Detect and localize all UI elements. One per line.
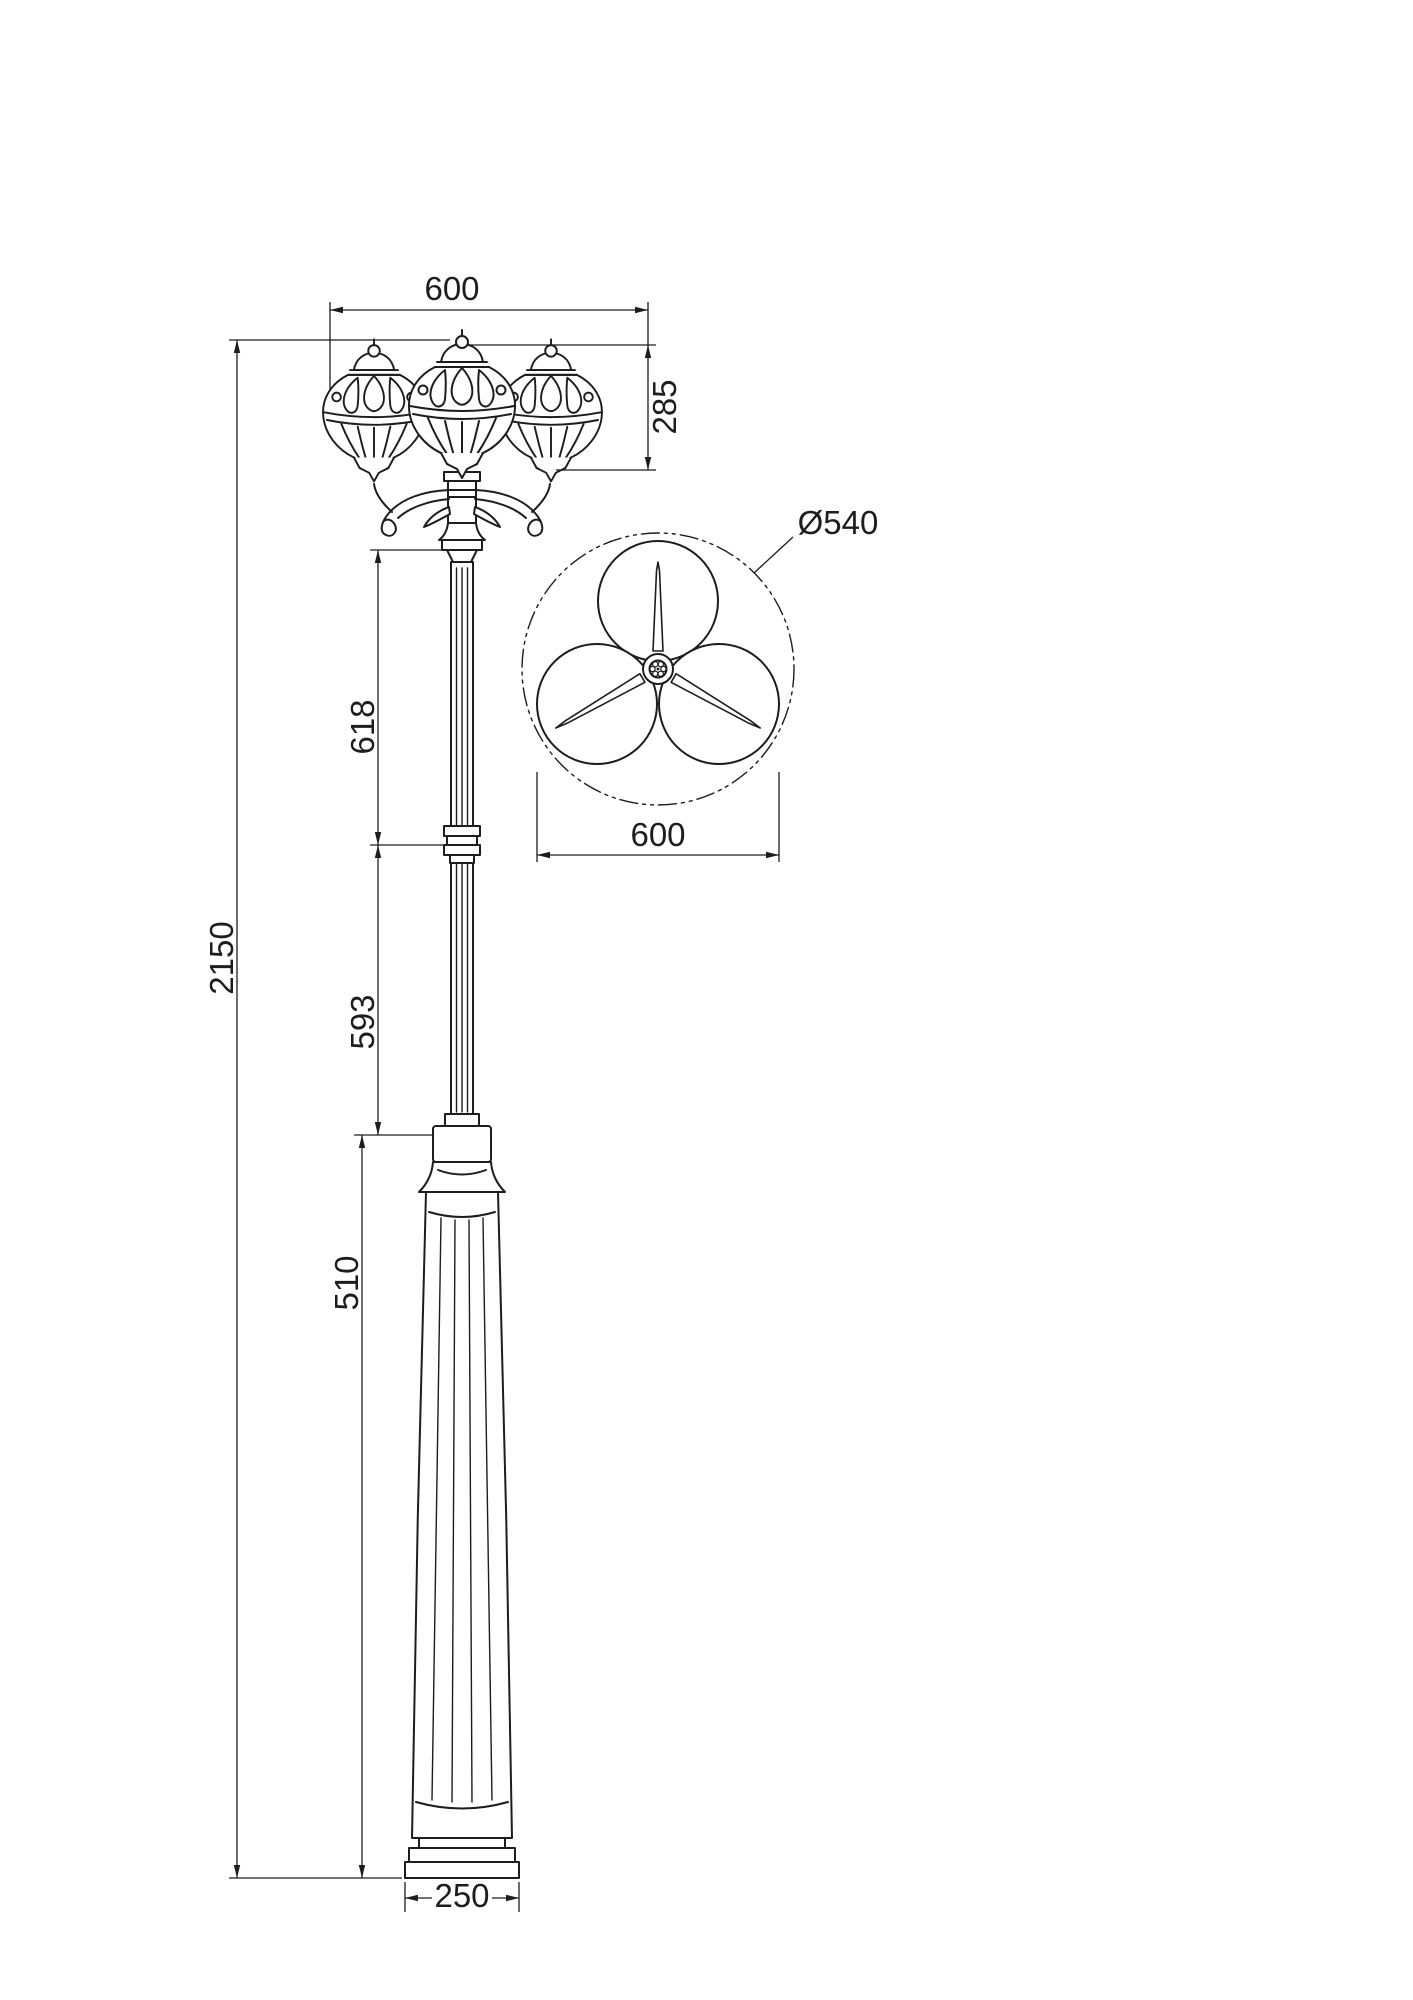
dim-lamp-spread-label: 600 [424,270,479,307]
dim-lamp-spread: 600 [329,270,649,470]
base-cone [411,1191,513,1839]
dim-base-width-label: 250 [434,1877,489,1914]
dim-upper-pole-section: 618 [344,549,449,846]
dim-top-spread: 600 [536,772,780,862]
top-view [521,532,795,806]
dim-lantern-height-label: 285 [646,379,683,434]
pole [443,561,481,1127]
plan-dashed-circle [521,532,795,806]
front-view [322,329,603,1879]
dim-top-diameter: Ø540 [753,504,879,574]
lamp-arms [373,483,551,537]
dim-mid-pole-section: 593 [344,845,432,1136]
base-plinth-2 [408,1847,516,1863]
arm-right-leaf [473,506,501,528]
pole-joint [443,825,481,864]
dim-top-diameter-label: Ø540 [798,504,879,541]
dim-mid-pole-label: 593 [344,994,381,1049]
dim-base-section: 510 [328,1135,366,1878]
arm-right [473,483,551,537]
lantern-center [407,329,517,479]
dim-total-height: 2150 [203,339,450,1879]
dim-upper-pole-label: 618 [344,699,381,754]
dim-top-spread-label: 600 [630,816,685,853]
plan-arm-left [555,672,646,729]
base-flare [418,1161,506,1193]
plan-hub [642,653,674,685]
dim-base-width: 250 [404,1877,520,1914]
dim-lantern-height: 285 [470,344,683,471]
base [404,1125,520,1879]
pole-bottom-ring [444,1113,480,1127]
arm-left [373,483,451,537]
dim-base-section-label: 510 [328,1255,365,1310]
base-plinth-1 [418,1837,506,1849]
base-cap [432,1125,492,1163]
dim-total-height-label: 2150 [203,921,240,994]
plan-arm-right [670,672,761,729]
plan-arm-up [652,561,664,652]
arm-left-leaf [423,506,451,528]
lamp-hub [438,471,486,563]
base-plinth-3 [404,1861,520,1879]
